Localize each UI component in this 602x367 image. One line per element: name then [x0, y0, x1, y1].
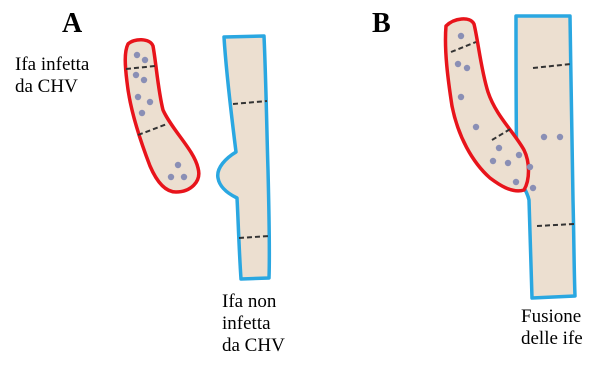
virus-particle [516, 152, 522, 158]
virus-particle [473, 124, 479, 130]
virus-particle [147, 99, 153, 105]
virus-particle [530, 185, 536, 191]
virus-particle [168, 174, 174, 180]
virus-particle [139, 110, 145, 116]
virus-particle [458, 94, 464, 100]
virus-particle [133, 72, 139, 78]
panel-a-infected-hypha [125, 40, 199, 192]
virus-particle [141, 77, 147, 83]
virus-particle [142, 57, 148, 63]
fusion-label: Fusione delle ife [521, 306, 583, 350]
virus-particle [181, 174, 187, 180]
virus-particle [505, 160, 511, 166]
virus-particle [513, 179, 519, 185]
virus-particle [496, 145, 502, 151]
virus-particle [455, 61, 461, 67]
virus-particle [527, 164, 533, 170]
virus-particle [541, 134, 547, 140]
virus-particle [458, 33, 464, 39]
virus-particle [490, 158, 496, 164]
panel-a-uninfected-hypha [218, 36, 270, 279]
panel-b-fused-hyphae [445, 16, 575, 298]
virus-particle [134, 52, 140, 58]
virus-particle [175, 162, 181, 168]
virus-particle [464, 65, 470, 71]
uninfected-hypha-label: Ifa non infetta da CHV [222, 291, 285, 357]
panel-b-letter: B [372, 10, 391, 38]
virus-particle [557, 134, 563, 140]
infected-hypha-outline [125, 40, 199, 192]
uninfected-hypha-outline [218, 36, 270, 279]
virus-particle [135, 94, 141, 100]
infected-hypha-label: Ifa infetta da CHV [15, 54, 89, 98]
panel-a-letter: A [62, 10, 82, 38]
